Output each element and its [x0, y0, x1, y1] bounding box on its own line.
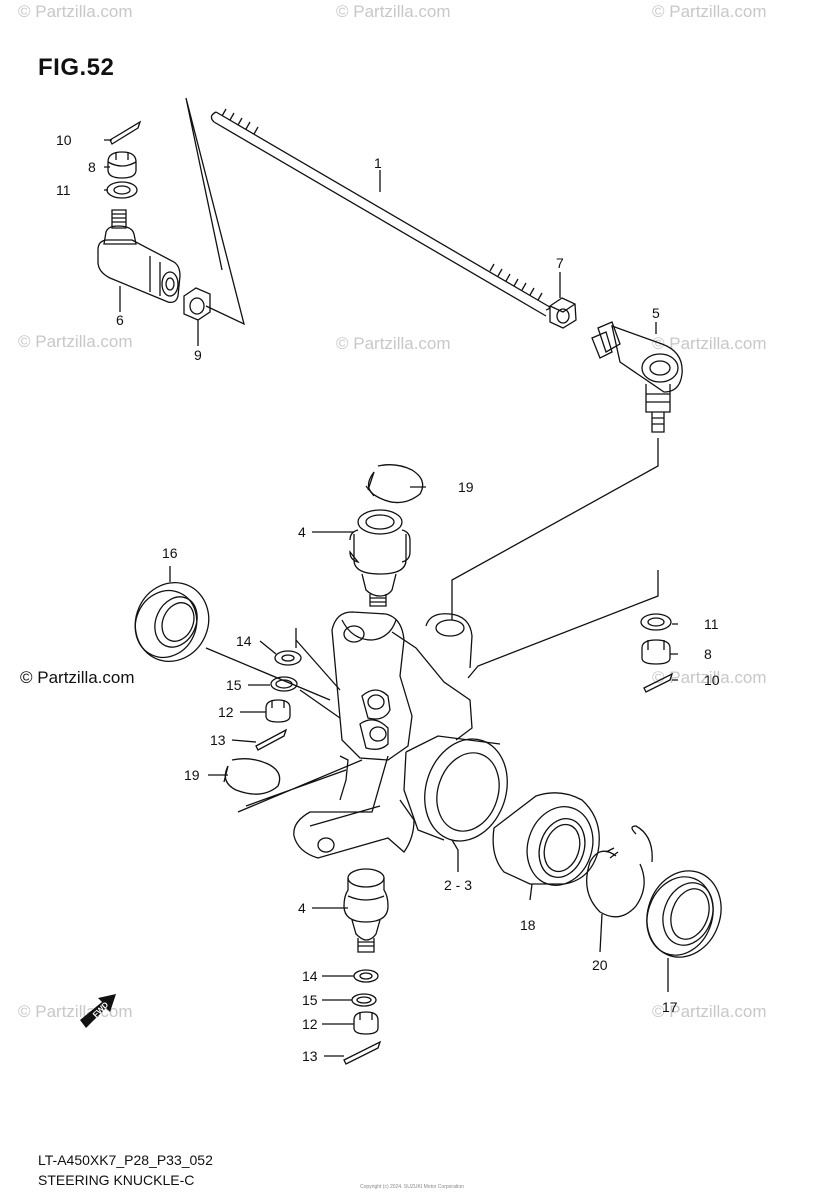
callout-label: 19 — [458, 479, 474, 495]
callout-label: 12 — [218, 704, 234, 720]
callout-label: 15 — [302, 992, 318, 1008]
cotter-pin-part[interactable] — [343, 1040, 382, 1065]
callout-label: 2 - 3 — [444, 877, 472, 893]
figure-title: FIG.52 — [38, 54, 115, 81]
circlip-part[interactable] — [631, 825, 653, 863]
watermark: © Partzilla.com — [652, 1002, 767, 1021]
callout-label: 10 — [56, 132, 72, 148]
ball-joint-part[interactable] — [349, 509, 411, 607]
callout-label: 8 — [704, 646, 712, 662]
callout-label: 5 — [652, 305, 660, 321]
model-code: LT-A450XK7_P28_P33_052 — [38, 1152, 213, 1168]
forward-arrow-icon: FWD — [80, 994, 116, 1028]
cotter-pin-part[interactable] — [643, 672, 674, 693]
watermark: © Partzilla.com — [652, 668, 767, 687]
circlip-part[interactable] — [367, 464, 424, 504]
oil-seal-part[interactable] — [635, 860, 733, 967]
washer-part[interactable] — [353, 969, 379, 983]
steering-knuckle-part[interactable] — [293, 611, 520, 859]
callout-label: 11 — [704, 616, 719, 632]
lock-nut-part[interactable] — [549, 297, 577, 329]
tie-rod-end-right-part[interactable] — [591, 321, 683, 433]
watermark: © Partzilla.com — [18, 332, 133, 351]
callout-label: 8 — [88, 159, 96, 175]
callout-label: 4 — [298, 524, 306, 540]
callout-label: 16 — [162, 545, 178, 561]
callout-label: 20 — [592, 957, 608, 973]
circlip-part[interactable] — [224, 758, 281, 795]
washer-part[interactable] — [270, 676, 298, 692]
callout-label: 17 — [662, 999, 678, 1015]
ball-joint-part[interactable] — [343, 868, 389, 953]
washer-part[interactable] — [640, 613, 672, 631]
callout-label: 18 — [520, 917, 536, 933]
watermark: © Partzilla.com — [652, 334, 767, 353]
cotter-pin-part[interactable] — [255, 728, 288, 751]
nut-part[interactable] — [183, 287, 211, 321]
callout-label: 7 — [556, 255, 564, 271]
callout-label: 10 — [704, 672, 720, 688]
callout-label: 13 — [302, 1048, 318, 1064]
circlip-part[interactable] — [586, 850, 645, 918]
castle-nut-part[interactable] — [107, 151, 137, 179]
watermark: © Partzilla.com — [20, 668, 135, 687]
watermark: © Partzilla.com — [336, 2, 451, 21]
castle-nut-part[interactable] — [353, 1011, 379, 1035]
copyright-note: Copyright (c) 2024. SUZUKI Motor Corpora… — [360, 1184, 464, 1190]
washer-part[interactable] — [274, 650, 302, 666]
watermark: © Partzilla.com — [652, 2, 767, 21]
tie-rod-end-left-part[interactable] — [97, 209, 181, 304]
callout-label: 15 — [226, 677, 242, 693]
callout-label: 1 — [374, 155, 382, 171]
callout-label: 14 — [302, 968, 318, 984]
castle-nut-part[interactable] — [641, 639, 671, 665]
watermark: © Partzilla.com — [336, 334, 451, 353]
callout-label: 12 — [302, 1016, 318, 1032]
callout-label: 14 — [236, 633, 252, 649]
figure-caption: STEERING KNUCKLE-C — [38, 1172, 195, 1188]
cotter-pin-part[interactable] — [109, 120, 142, 145]
callout-label: 4 — [298, 900, 306, 916]
callout-label: 11 — [56, 182, 71, 198]
callout-label: 13 — [210, 732, 226, 748]
watermark: © Partzilla.com — [18, 2, 133, 21]
wheel-bearing-part[interactable] — [492, 792, 603, 894]
oil-seal-part[interactable] — [123, 571, 221, 673]
callout-label: 9 — [194, 347, 202, 363]
callout-label: 6 — [116, 312, 124, 328]
castle-nut-part[interactable] — [265, 699, 291, 723]
tie-rod-part[interactable] — [210, 108, 551, 317]
callout-label: 19 — [184, 767, 200, 783]
washer-part[interactable] — [351, 993, 377, 1007]
washer-part[interactable] — [106, 181, 138, 199]
